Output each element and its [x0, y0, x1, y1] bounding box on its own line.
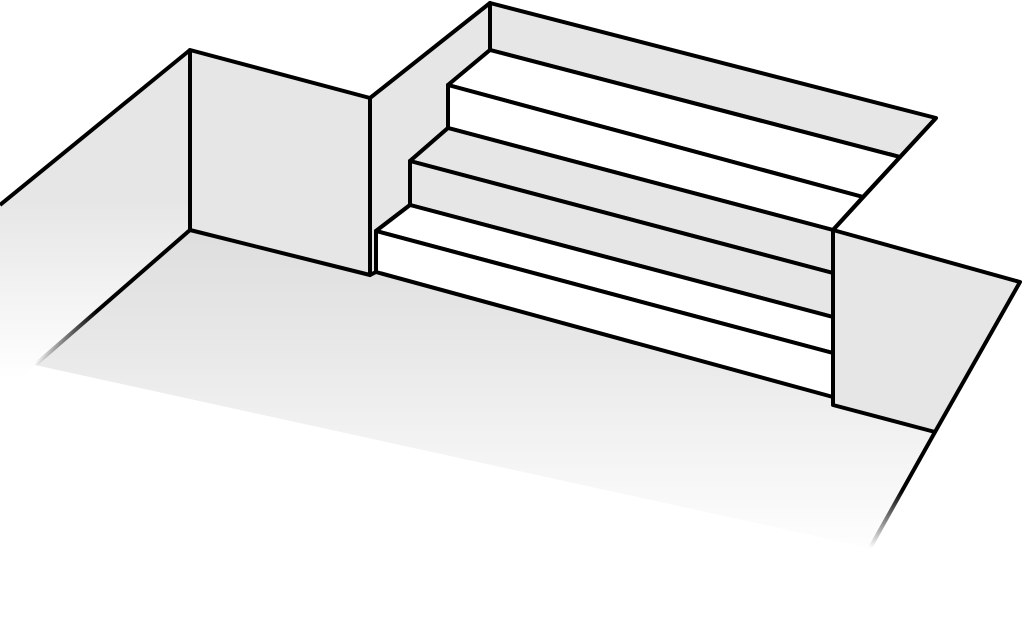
- right-floor-edge: [868, 431, 937, 549]
- left-wall-face: [0, 50, 190, 395]
- step-right-edge: [831, 116, 938, 232]
- pool-floor: [35, 230, 935, 548]
- left-floor-edge: [33, 228, 192, 367]
- right-wall-panel: [831, 228, 1022, 434]
- left-wall-top-edge: [0, 48, 192, 207]
